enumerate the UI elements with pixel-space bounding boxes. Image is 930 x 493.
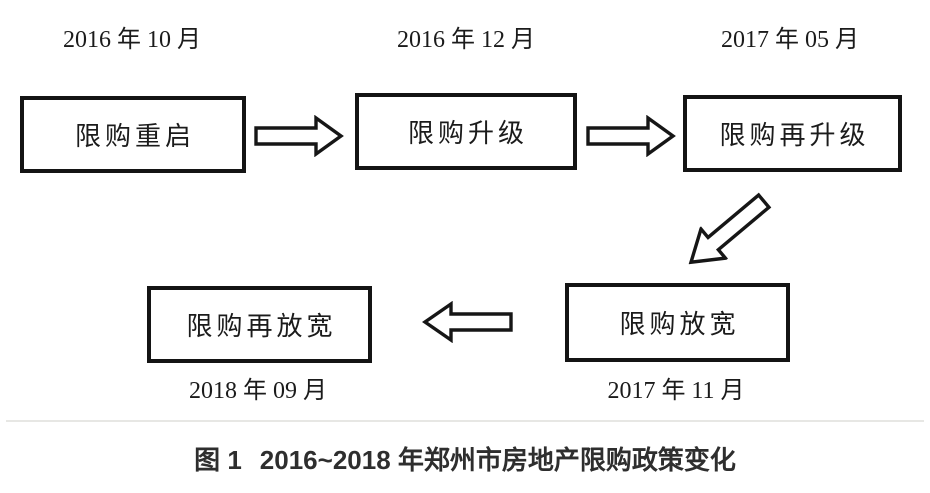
flow-node-label: 限购重启: [74, 122, 195, 151]
flow-node-label: 限购再升级: [719, 121, 870, 150]
figure-number: 图 1: [194, 445, 242, 475]
arrow-right-icon: [586, 115, 676, 157]
date-label-2016-10: 2016 年 10 月: [63, 27, 201, 53]
flow-node-label: 限购再放宽: [186, 312, 337, 341]
flow-node-label: 限购升级: [407, 119, 528, 148]
flow-node-upgrade: 限购升级: [355, 93, 577, 170]
flow-node-restart: 限购重启: [20, 96, 246, 173]
date-label-2016-12: 2016 年 12 月: [397, 27, 535, 53]
flow-node-relax-again: 限购再放宽: [147, 286, 372, 363]
page-divider-line: [6, 420, 924, 422]
flow-node-relax: 限购放宽: [565, 283, 790, 362]
date-label-2017-05: 2017 年 05 月: [721, 27, 859, 53]
date-label-2017-11: 2017 年 11 月: [607, 378, 745, 404]
date-label-2018-09: 2018 年 09 月: [189, 378, 327, 404]
arrow-down-left-icon: [688, 192, 772, 265]
flow-node-label: 限购放宽: [619, 310, 740, 339]
arrow-left-icon: [422, 301, 513, 343]
figure-title: 2016~2018 年郑州市房地产限购政策变化: [259, 445, 736, 475]
figure-caption: 图 1 2016~2018 年郑州市房地产限购政策变化: [0, 444, 930, 476]
flow-node-upgrade-again: 限购再升级: [683, 95, 902, 172]
arrow-right-icon: [254, 115, 344, 157]
